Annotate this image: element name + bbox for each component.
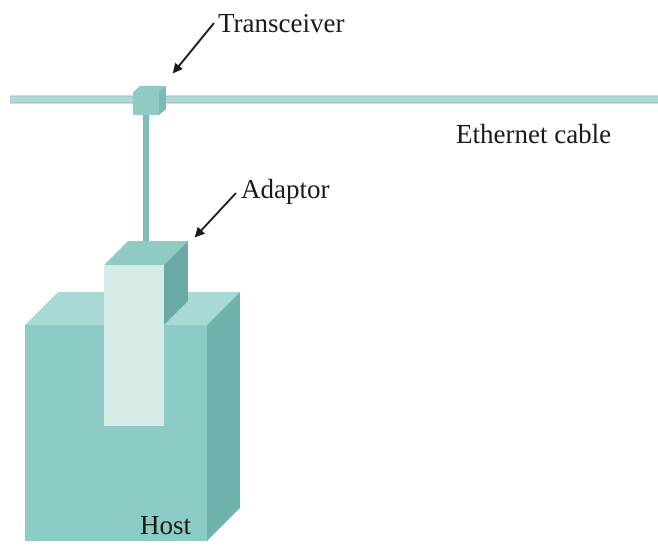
adaptor-side-face [164, 241, 188, 325]
adaptor-front-face [104, 265, 164, 426]
transceiver-box [133, 86, 166, 115]
host-side-face [207, 292, 240, 541]
ethernet-cable-label: Ethernet cable [456, 119, 611, 149]
transceiver-wire [143, 115, 149, 245]
adaptor-label: Adaptor [241, 174, 329, 204]
transceiver-label: Transceiver [218, 8, 344, 38]
adaptor-top-face [104, 241, 188, 265]
adaptor-arrow [194, 192, 237, 238]
host-label: Host [140, 510, 192, 540]
transceiver-arrow [172, 22, 215, 74]
adaptor-card [104, 241, 188, 426]
ethernet-cable [10, 95, 658, 104]
ethernet-cable-line [10, 96, 658, 103]
